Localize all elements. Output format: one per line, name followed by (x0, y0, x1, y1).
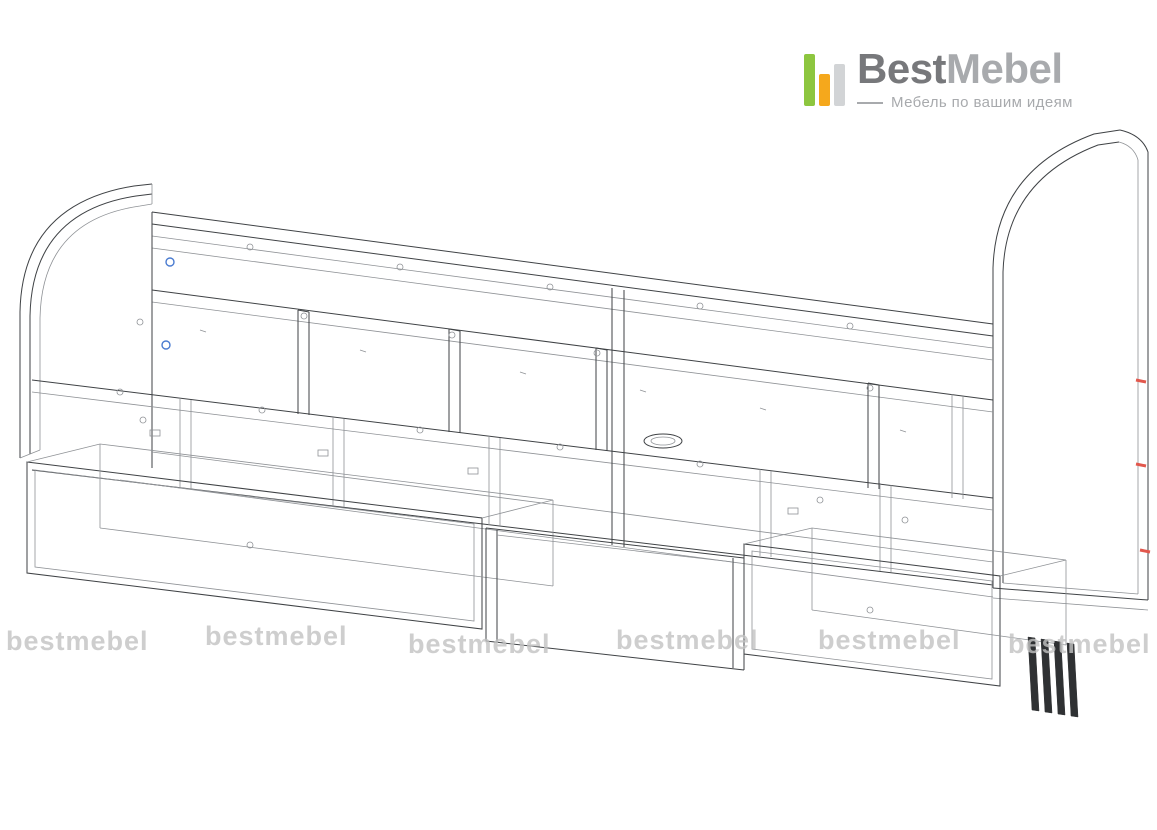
lower-dividers (179, 398, 892, 572)
right-side-panel (992, 129, 1149, 611)
watermark-text: bestmebel (1008, 629, 1151, 659)
brand-tagline: Мебель по вашим идеям (857, 94, 1073, 111)
support-legs (1027, 636, 1079, 718)
cable-grommet (643, 433, 683, 449)
watermark-text: bestmebel (616, 625, 759, 655)
hardware-marks (116, 243, 1151, 554)
red-fitting-marks (1135, 378, 1151, 554)
watermark-text: bestmebel (6, 626, 149, 656)
watermark-text: bestmebel (205, 621, 348, 651)
brand-name-part1: Best (857, 45, 947, 92)
brand-name-part2: Mebel (946, 45, 1063, 92)
watermark-text: bestmebel (818, 625, 961, 655)
brand-name: BestMebel (857, 48, 1073, 90)
logo-bar-green (804, 54, 815, 106)
blue-fitting-mark (165, 257, 175, 267)
watermark-text: bestmebel (408, 629, 551, 659)
cabinet-carcass (31, 211, 994, 598)
brand-text-block: BestMebel Мебель по вашим идеям (857, 48, 1073, 112)
brand-logo: BestMebel Мебель по вашим идеям (804, 48, 1073, 111)
blue-fitting-mark (161, 340, 171, 350)
upper-dividers (297, 288, 964, 547)
center-compartment (485, 527, 745, 671)
brand-tagline-text: Мебель по вашим идеям (891, 94, 1073, 111)
left-drawer (26, 443, 554, 630)
brand-logo-icon (804, 48, 845, 106)
left-side-panel (19, 183, 153, 459)
logo-bar-gray (834, 64, 845, 106)
logo-bar-yellow (819, 74, 830, 106)
right-drawer (743, 527, 1067, 687)
